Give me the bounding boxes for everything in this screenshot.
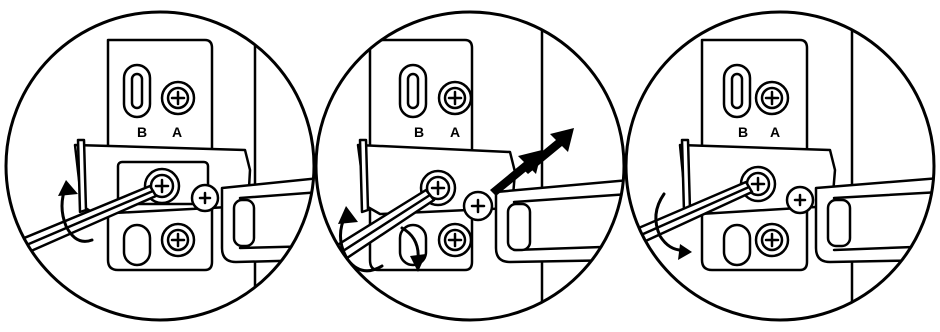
side-screw	[192, 185, 218, 211]
bottom-screw	[162, 224, 194, 256]
top-screw	[162, 82, 194, 114]
bottom-slot	[724, 225, 750, 265]
label-a: A	[172, 124, 182, 140]
side-screw	[464, 192, 492, 220]
panel-step-2: B A	[310, 0, 630, 332]
bottom-slot	[124, 225, 150, 265]
bottom-screw	[439, 224, 471, 256]
label-b: B	[738, 124, 748, 140]
top-screw	[756, 82, 788, 114]
top-screw	[439, 82, 471, 114]
label-a: A	[770, 124, 780, 140]
label-b: B	[414, 124, 424, 140]
panel-step-3: B A	[620, 0, 940, 332]
panel-step-1: B A	[0, 0, 320, 332]
bottom-screw	[756, 224, 788, 256]
label-b: B	[137, 124, 147, 140]
side-screw	[787, 187, 813, 213]
label-a: A	[450, 124, 460, 140]
